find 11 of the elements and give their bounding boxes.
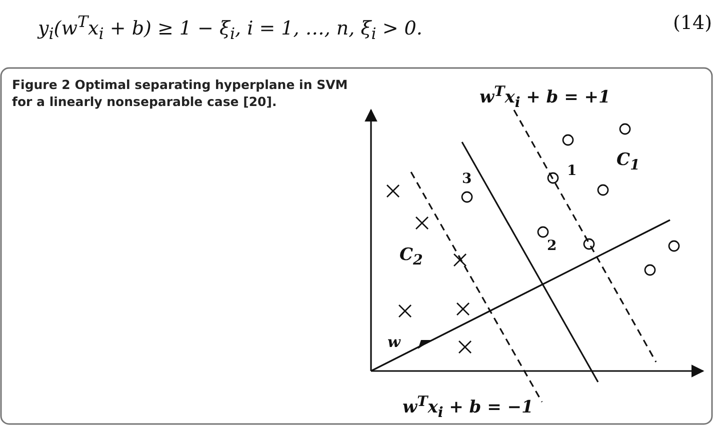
vector-label: w: [388, 333, 400, 351]
point-number: 2: [547, 238, 557, 254]
class-label: C$_{1}$: [616, 150, 640, 174]
margin-equation: w$^{T}$x$_{i}$ + b = −1: [402, 394, 534, 422]
figure-caption: Figure 2 Optimal separating hyperplane in SVM for a linearly nonseparable case [20].: [12, 76, 349, 110]
margin-equation: w$^{T}$x$_{i}$ + b = +1: [480, 84, 610, 112]
class-label: C$_{2}$: [400, 245, 423, 268]
point-number: 1: [567, 163, 577, 179]
equation-number: (14): [673, 12, 712, 34]
point-number: 3: [462, 171, 472, 187]
equation: y$_{i}$(w$^{T}$x$_{i}$ + b) ≥ 1 − ξ$_{i}$, i = 1, …, n, ξ$_{i}$ > 0.: [38, 12, 422, 44]
